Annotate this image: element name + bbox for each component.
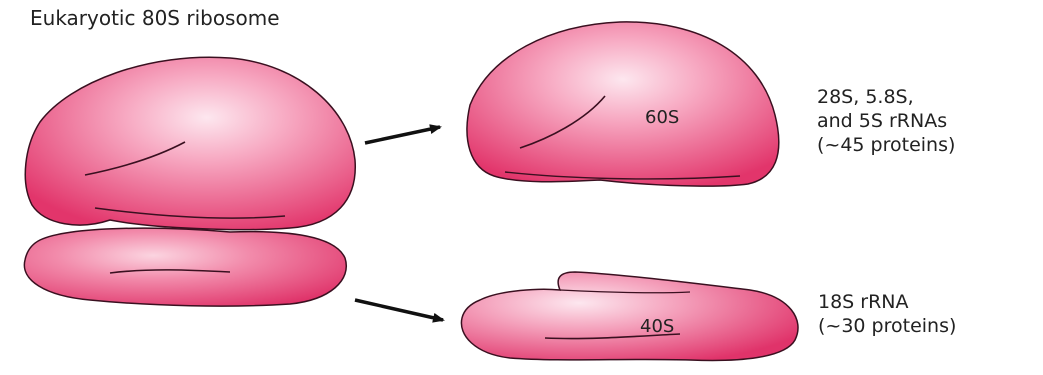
ribosome-80s-large-part — [25, 57, 355, 229]
ribosome-40s-subunit: 40S — [461, 272, 798, 360]
arrow-to-40s — [355, 300, 443, 320]
arrow-to-60s — [365, 127, 440, 143]
large-subunit-description: 28S, 5.8S, and 5S rRNAs (~45 proteins) — [817, 85, 955, 157]
large-subunit-line-3: (~45 proteins) — [817, 133, 955, 157]
small-subunit-line-2: (~30 proteins) — [818, 314, 956, 338]
small-subunit-line-1: 18S rRNA — [818, 290, 956, 314]
ribosome-60s-subunit: 60S — [467, 22, 779, 186]
ribosome-80s-small-part — [24, 228, 346, 306]
large-subunit-line-2: and 5S rRNAs — [817, 109, 955, 133]
label-60s: 60S — [645, 107, 679, 128]
large-subunit-line-1: 28S, 5.8S, — [817, 85, 955, 109]
small-subunit-description: 18S rRNA (~30 proteins) — [818, 290, 956, 338]
label-40s: 40S — [640, 316, 674, 337]
